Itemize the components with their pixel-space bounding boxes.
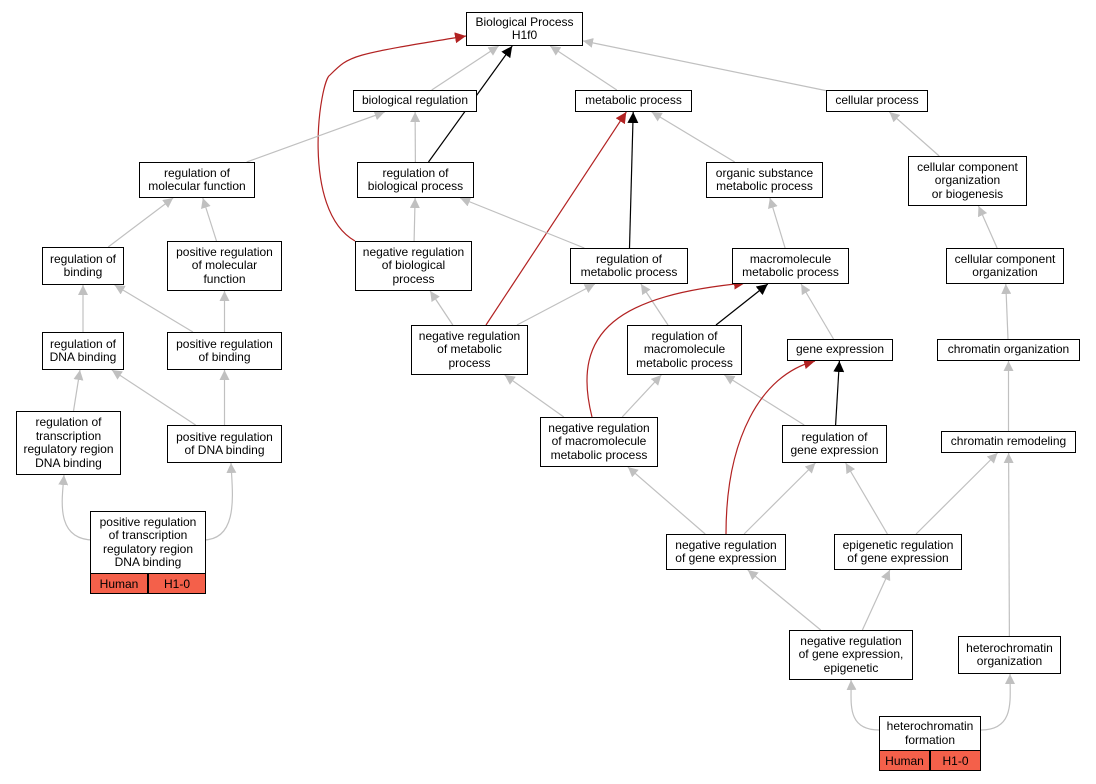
edge-normal-ccob-to-cell [889, 111, 940, 157]
edge-normal-regmacro-to-regmetab [640, 283, 669, 326]
term-heterochromatin-organization[interactable]: heterochromatin organization [958, 636, 1061, 674]
term-macromolecule-metabolic-process[interactable]: macromolecule metabolic process [732, 248, 849, 284]
edge-normal-cco-to-ccob [977, 205, 998, 249]
term-regulation-of-binding[interactable]: regulation of binding [42, 247, 124, 285]
edge-normal-cell-to-bp [582, 38, 827, 92]
edge-normal-negreggene-to-negregmacro [627, 466, 706, 535]
edge-normal-negregmacro-to-regmacro [621, 374, 662, 418]
term-cellular-component-organization[interactable]: cellular component organization [946, 248, 1064, 284]
edge-normal-epireg-to-chromrem [915, 452, 998, 535]
edge-normal-macro-to-orgsub [768, 197, 786, 249]
term-epigenetic-regulation-of-gene-expression[interactable]: epigenetic regulation of gene expression [834, 534, 962, 570]
edge-normal-negregmetab-to-regmetab [516, 283, 596, 326]
term-positive-regulation-of-transcription-regulatory-region-dna-binding[interactable]: positive regulation of transcription reg… [90, 511, 206, 573]
edge-normal-geneexp-to-macro [800, 283, 835, 340]
term-regulation-of-macromolecule-metabolic-process[interactable]: regulation of macromolecule metabolic pr… [627, 325, 742, 375]
edge-normal-negregbp-to-regbp [409, 197, 420, 242]
edge-normal-posregtrans-to-regtrans [58, 474, 95, 541]
term-regulation-of-dna-binding[interactable]: regulation of DNA binding [42, 332, 124, 370]
edge-normal-orgsub-to-metab [651, 111, 736, 163]
term-positive-regulation-of-molecular-function[interactable]: positive regulation of molecular functio… [167, 241, 282, 291]
term-cellular-process[interactable]: cellular process [826, 90, 928, 112]
term-negative-regulation-of-gene-expression-epigenetic[interactable]: negative regulation of gene expression, … [789, 630, 913, 680]
term-regulation-of-gene-expression[interactable]: regulation of gene expression [782, 425, 887, 463]
edge-normal-negregmetab-to-negregbp [429, 290, 454, 326]
edge-normal-negreggene-to-reggene [743, 462, 816, 535]
term-heterochromatin-formation[interactable]: heterochromatin formation [879, 716, 981, 750]
edge-normal-negepi-to-epireg [861, 569, 891, 631]
term-gene-expression[interactable]: gene expression [787, 339, 893, 361]
term-regulation-of-molecular-function[interactable]: regulation of molecular function [139, 162, 255, 198]
edge-normal-posregtrans-to-posregdna [202, 462, 237, 541]
edge-normal-reggene-to-regmacro [724, 374, 805, 426]
edge-normal-metab-to-bp [549, 45, 618, 91]
edge-negative-negregmacro-to-macro [586, 278, 746, 418]
term-biological-regulation[interactable]: biological regulation [353, 90, 477, 112]
edge-normal-regtrans-to-regdna [72, 369, 84, 412]
edge-normal-epireg-to-reggene [845, 462, 888, 535]
edge-normal-posregdna-to-regdna [111, 369, 196, 426]
term-regulation-of-biological-process[interactable]: regulation of biological process [357, 162, 474, 198]
edge-normal-hetform-to-negepi [846, 679, 880, 731]
term-cellular-component-organization-or-biogenesis[interactable]: cellular component organization or bioge… [908, 156, 1027, 206]
edge-normal-negepi-to-negreggene [747, 569, 822, 631]
term-organic-substance-metabolic-process[interactable]: organic substance metabolic process [706, 162, 823, 198]
term-chromatin-remodeling[interactable]: chromatin remodeling [941, 431, 1076, 453]
edge-normal-regmetab-to-regbp [459, 197, 585, 249]
term-positive-regulation-of-dna-binding[interactable]: positive regulation of DNA binding [167, 425, 282, 463]
term-regulation-of-transcription-regulatory-region-dna-binding[interactable]: regulation of transcription regulatory r… [16, 411, 121, 475]
edge-normal-regmol-to-bioreg [246, 110, 385, 163]
edge-normal-hetform-to-hetorg [980, 673, 1016, 731]
edge-negative-negreggene-to-geneexp [725, 358, 816, 535]
edge-normal-bioreg-to-bp [431, 45, 499, 91]
term-negative-regulation-of-macromolecule-metabolic-process[interactable]: negative regulation of macromolecule met… [540, 417, 658, 467]
annotation-species-badge[interactable]: Human [90, 573, 148, 594]
term-negative-regulation-of-gene-expression[interactable]: negative regulation of gene expression [666, 534, 786, 570]
annotation-species-badge[interactable]: Human [879, 750, 930, 771]
term-chromatin-organization[interactable]: chromatin organization [937, 339, 1080, 361]
edge-negative-negregbp-to-bp [317, 32, 467, 242]
annotation-gene-badge[interactable]: H1-0 [930, 750, 981, 771]
term-negative-regulation-of-biological-process[interactable]: negative regulation of biological proces… [355, 241, 472, 291]
edge-strong-regmacro-to-macro [715, 283, 769, 326]
edge-strong-reggene-to-geneexp [833, 360, 845, 426]
edge-normal-posregmol-to-regmol [201, 197, 218, 242]
edge-normal-negregmacro-to-negregmetab [504, 374, 565, 418]
annotation-gene-badge[interactable]: H1-0 [148, 573, 206, 594]
term-biological-process-root[interactable]: Biological Process H1f0 [466, 12, 583, 46]
edge-normal-posregbind-to-regbind [114, 284, 194, 333]
edge-normal-hetorg-to-chromrem [1003, 452, 1014, 637]
edge-normal-chromorg-to-cco [1001, 283, 1012, 340]
term-regulation-of-metabolic-process[interactable]: regulation of metabolic process [570, 248, 688, 284]
term-positive-regulation-of-binding[interactable]: positive regulation of binding [167, 332, 282, 370]
term-negative-regulation-of-metabolic-process[interactable]: negative regulation of metabolic process [411, 325, 528, 375]
term-metabolic-process[interactable]: metabolic process [575, 90, 692, 112]
edge-negative-negregmetab-to-metab [485, 111, 627, 326]
edge-strong-regmetab-to-metab [627, 111, 639, 249]
edge-normal-regbind-to-regmol [107, 197, 174, 248]
